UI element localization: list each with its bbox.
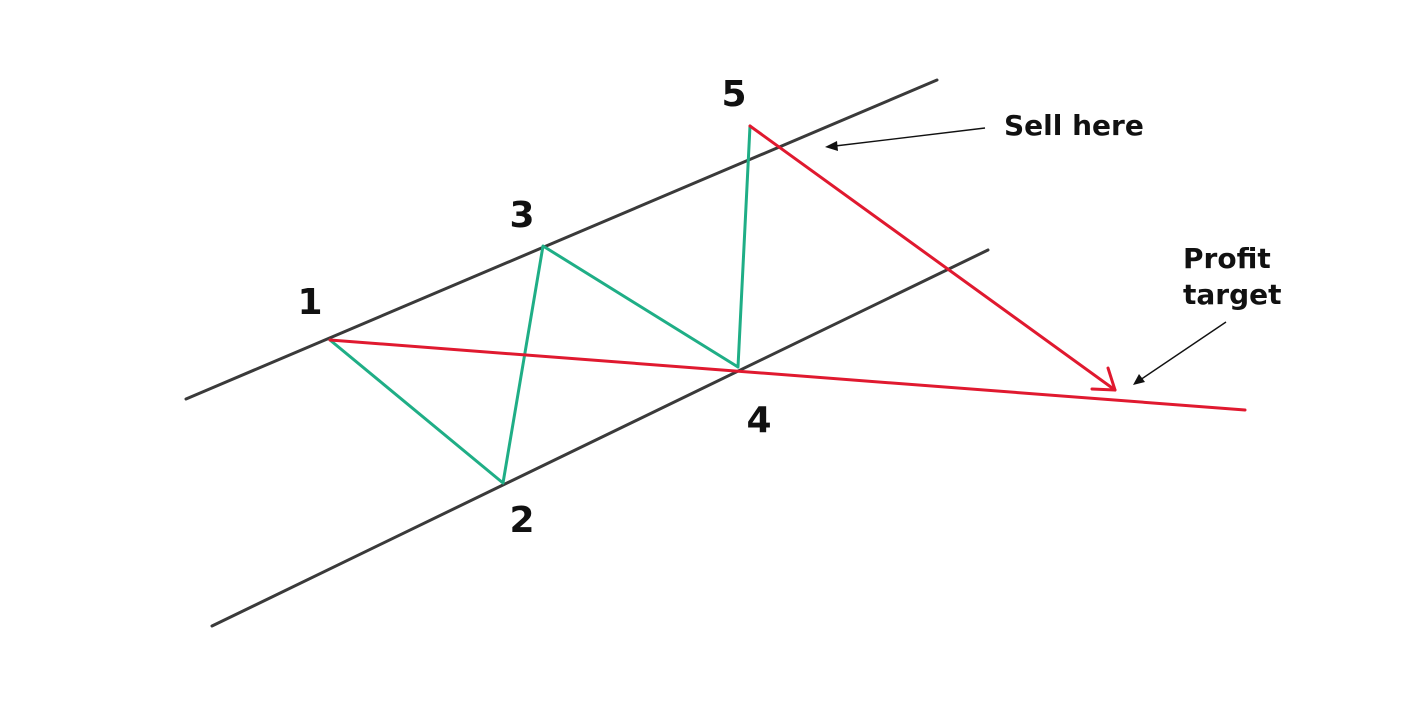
sell-arrow-line <box>748 124 1117 392</box>
point-label-4: 4 <box>746 400 771 441</box>
wave-path <box>328 124 752 485</box>
profit-pointer-line <box>1139 321 1227 381</box>
point-label-3: 3 <box>509 195 534 236</box>
upper-channel-line <box>184 78 939 401</box>
lower-channel-line <box>210 248 990 628</box>
profit-target-label-line2: target <box>1183 278 1282 311</box>
sell-pointer-head <box>825 141 838 151</box>
sell-arrow-head <box>1090 366 1117 392</box>
point-label-5: 5 <box>721 74 746 115</box>
target-line-1-4 <box>328 338 1247 412</box>
profit-pointer-head <box>1133 374 1145 385</box>
point-label-2: 2 <box>509 500 534 541</box>
sell-pointer-line <box>834 127 986 147</box>
sell-here-label: Sell here <box>1004 109 1144 142</box>
profit-target-label-line1: Profit <box>1183 242 1271 275</box>
point-label-1: 1 <box>297 282 322 323</box>
